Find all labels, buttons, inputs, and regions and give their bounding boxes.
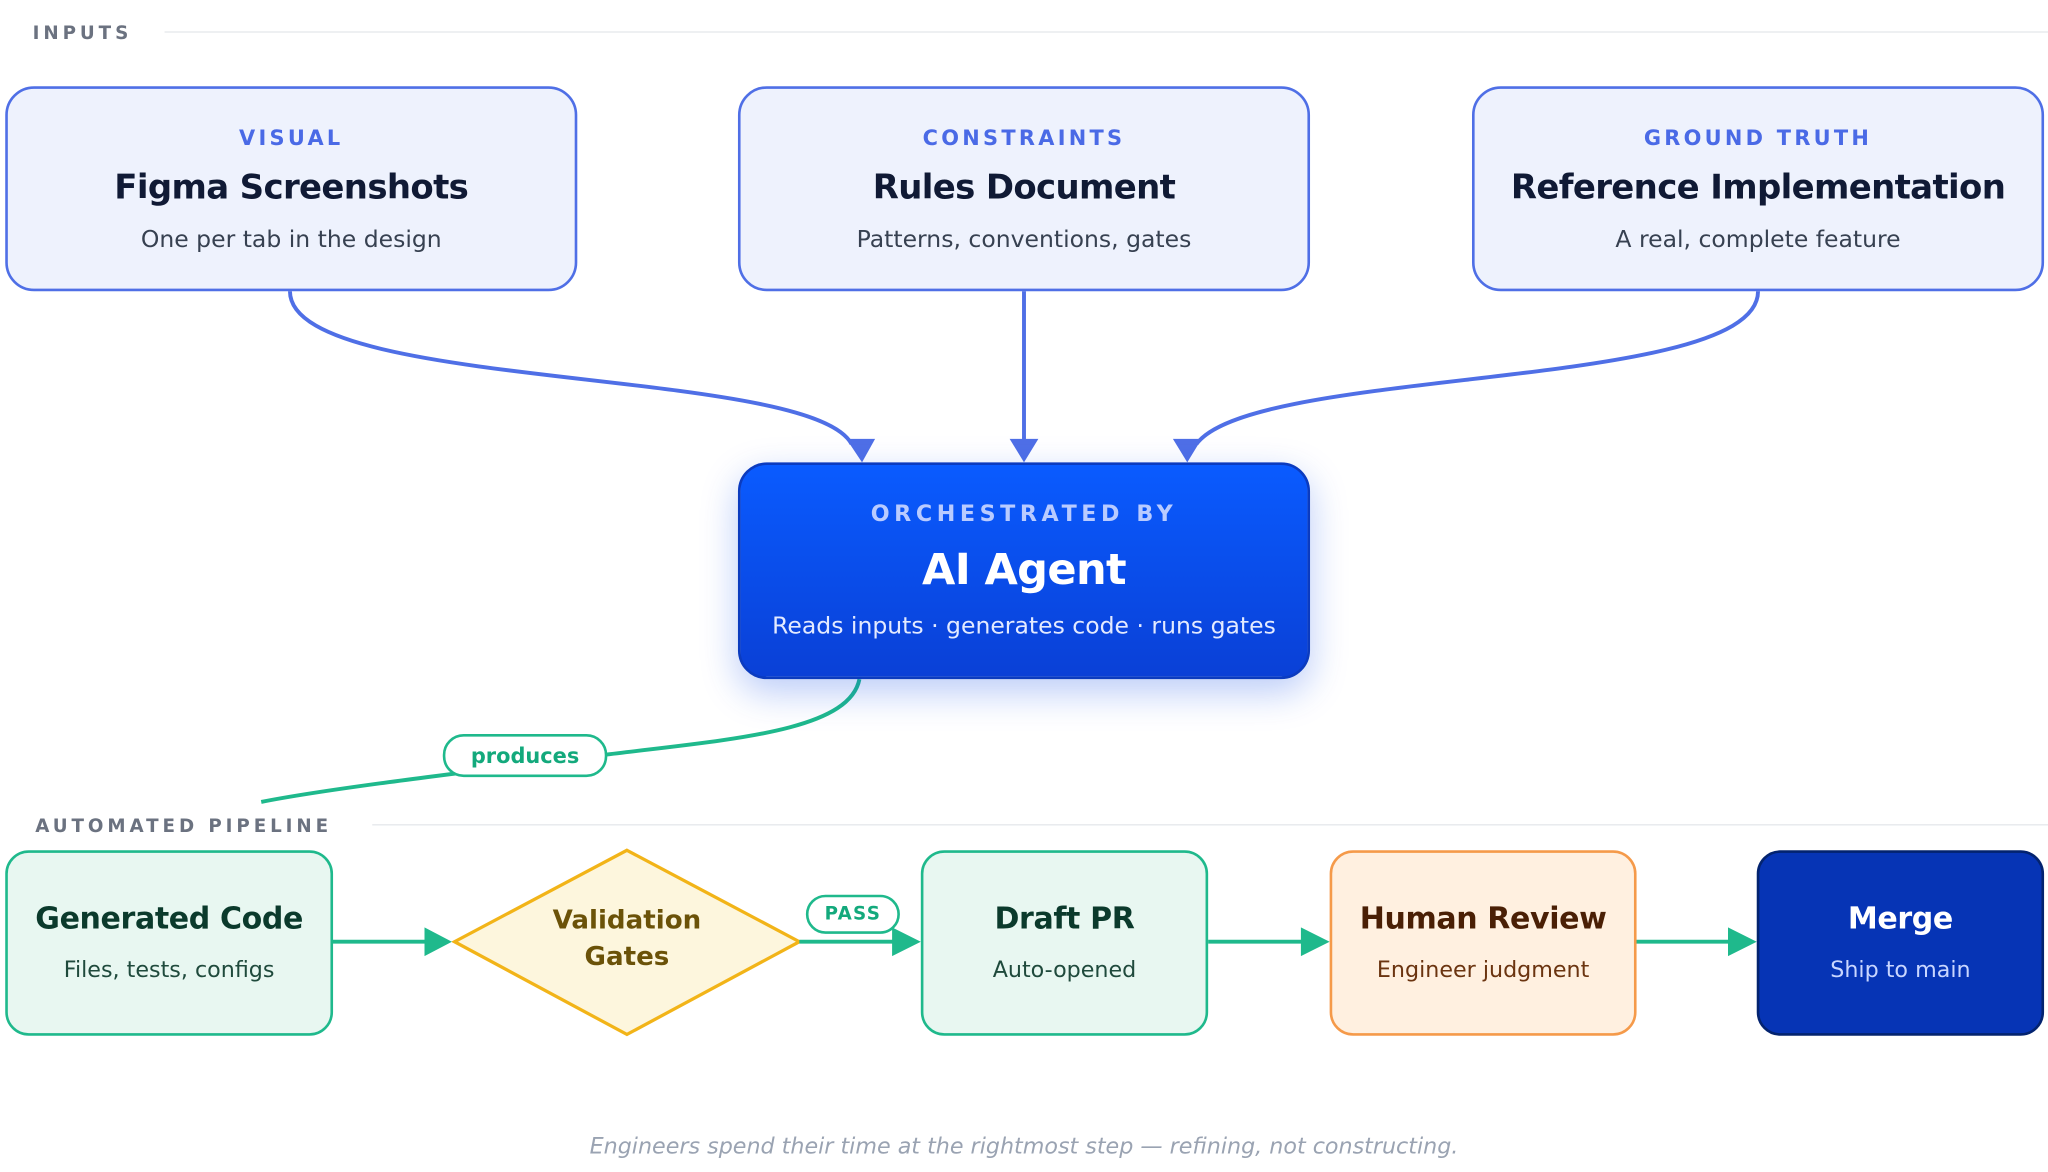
input-title: Figma Screenshots (114, 167, 469, 208)
arrowhead-figma (846, 438, 876, 463)
pipeline-step-title: Draft PR (994, 902, 1135, 937)
edge-figma-to-agent (287, 291, 854, 446)
arrowhead-validation (424, 927, 452, 957)
edge-reference-to-agent (1194, 291, 1760, 446)
validation-label-line2: Gates (584, 940, 670, 972)
draft-pr-card[interactable]: Draft PR Auto-opened (920, 850, 1209, 1036)
pipeline-step-subtitle: Engineer judgment (1376, 957, 1590, 984)
arrowhead-pr (892, 927, 921, 957)
pass-edge-label: PASS (805, 894, 900, 934)
input-kicker: CONSTRAINTS (922, 124, 1126, 150)
pipeline-step-title: Merge (1847, 902, 1953, 937)
pipeline-step-subtitle: Files, tests, configs (63, 957, 275, 984)
input-title: Reference Implementation (1510, 167, 2006, 208)
inputs-divider (164, 31, 2048, 33)
input-kicker: GROUND TRUTH (1643, 124, 1873, 150)
ai-agent-card[interactable]: ORCHESTRATED BY AI Agent Reads inputs · … (737, 462, 1311, 680)
agent-kicker: ORCHESTRATED BY (870, 501, 1178, 528)
pipeline-step-title: Generated Code (35, 902, 303, 937)
input-card-visual[interactable]: VISUAL Figma Screenshots One per tab in … (5, 86, 578, 292)
arrowhead-rules (1009, 438, 1039, 463)
footer-caption: Engineers spend their time at the rightm… (589, 1133, 1459, 1160)
input-subtitle: One per tab in the design (140, 225, 442, 253)
input-subtitle: Patterns, conventions, gates (856, 225, 1192, 253)
produces-edge-label: produces (442, 734, 608, 778)
arrowhead-merge (1727, 927, 1757, 957)
human-review-card[interactable]: Human Review Engineer judgment (1329, 850, 1637, 1036)
validation-label-line1: Validation (552, 903, 702, 936)
validation-gates-label: Validation Gates (496, 901, 757, 974)
pipeline-step-subtitle: Ship to main (1830, 957, 1971, 984)
pipeline-step-title: Human Review (1359, 902, 1607, 937)
inputs-section-label: INPUTS (32, 23, 133, 45)
input-title: Rules Document (872, 167, 1176, 208)
pipeline-divider (372, 824, 2048, 826)
input-kicker: VISUAL (239, 124, 344, 150)
agent-subtitle: Reads inputs · generates code · runs gat… (772, 612, 1276, 640)
pipeline-section-label: AUTOMATED PIPELINE (35, 816, 333, 838)
validation-gates-diamond[interactable] (451, 848, 803, 1037)
input-subtitle: A real, complete feature (1615, 225, 1901, 253)
pipeline-step-subtitle: Auto-opened (992, 957, 1137, 984)
input-card-constraints[interactable]: CONSTRAINTS Rules Document Patterns, con… (737, 86, 1311, 292)
generated-code-card[interactable]: Generated Code Files, tests, configs (5, 850, 334, 1036)
arrowhead-reference (1172, 438, 1202, 463)
agent-title: AI Agent (922, 543, 1127, 595)
merge-card[interactable]: Merge Ship to main (1756, 850, 2045, 1036)
arrowhead-review (1300, 927, 1330, 957)
input-card-ground-truth[interactable]: GROUND TRUTH Reference Implementation A … (1471, 86, 2045, 292)
